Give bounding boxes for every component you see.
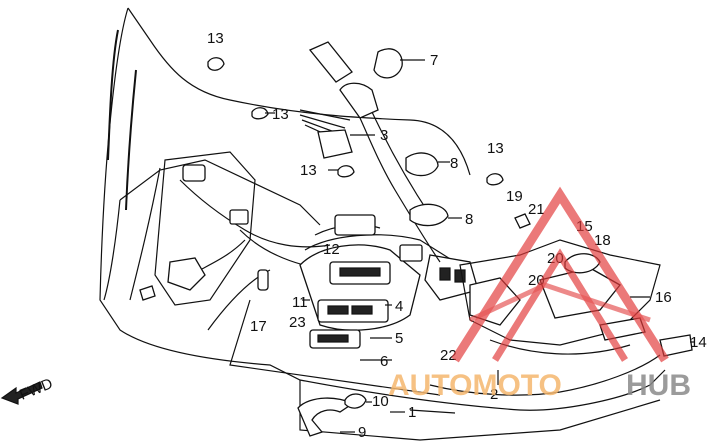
inner-panel — [139, 151, 331, 306]
callout-8: 8 — [450, 155, 458, 172]
callout-7: 7 — [430, 52, 438, 69]
callout-13: 13 — [487, 140, 504, 157]
callout-19: 19 — [506, 188, 523, 205]
screw-13a — [207, 57, 225, 71]
callout-22: 22 — [440, 347, 457, 364]
callout-17: 17 — [250, 318, 267, 335]
callout-13: 13 — [272, 106, 289, 123]
callout-2: 2 — [490, 386, 498, 403]
callout-4: 4 — [395, 298, 403, 315]
callout-14: 14 — [690, 334, 707, 351]
grommet-8b — [409, 203, 449, 227]
callout-8: 8 — [465, 211, 473, 228]
horn-unit — [167, 257, 206, 291]
callout-6: 6 — [380, 353, 388, 370]
callout-12: 12 — [323, 241, 340, 258]
callout-11: 11 — [292, 294, 308, 311]
callout-10: 10 — [372, 393, 389, 410]
grommet-8a — [405, 152, 439, 177]
clip-17 — [257, 269, 269, 291]
callout-16: 16 — [655, 289, 672, 306]
bracket-9 — [297, 397, 354, 437]
relay — [229, 209, 249, 225]
callout-21: 21 — [528, 201, 545, 218]
callout-13: 13 — [207, 30, 224, 47]
watermark-logo — [451, 186, 669, 363]
leader-lines — [265, 59, 695, 433]
callout-13: 13 — [300, 162, 317, 179]
fwd-arrow: FWD — [0, 375, 55, 405]
instrument-assembly — [299, 214, 479, 349]
callout-5: 5 — [395, 330, 403, 347]
callout-23: 23 — [289, 314, 306, 331]
washer-10 — [344, 393, 367, 409]
watermark-text-hub: HUB — [626, 369, 691, 402]
callout-3: 3 — [380, 127, 388, 144]
watermark: AUTOMOTO HUB — [388, 186, 691, 402]
watermark-text-automoto: AUTOMOTO — [388, 369, 562, 402]
callout-9: 9 — [358, 424, 366, 441]
upper-harness — [207, 41, 504, 263]
callout-18: 18 — [594, 232, 611, 249]
callout-1: 1 — [408, 404, 416, 421]
fwd-label: FWD — [17, 375, 55, 404]
grommet-7 — [373, 48, 403, 79]
lower-parts — [297, 393, 367, 437]
connector-block — [182, 164, 206, 182]
